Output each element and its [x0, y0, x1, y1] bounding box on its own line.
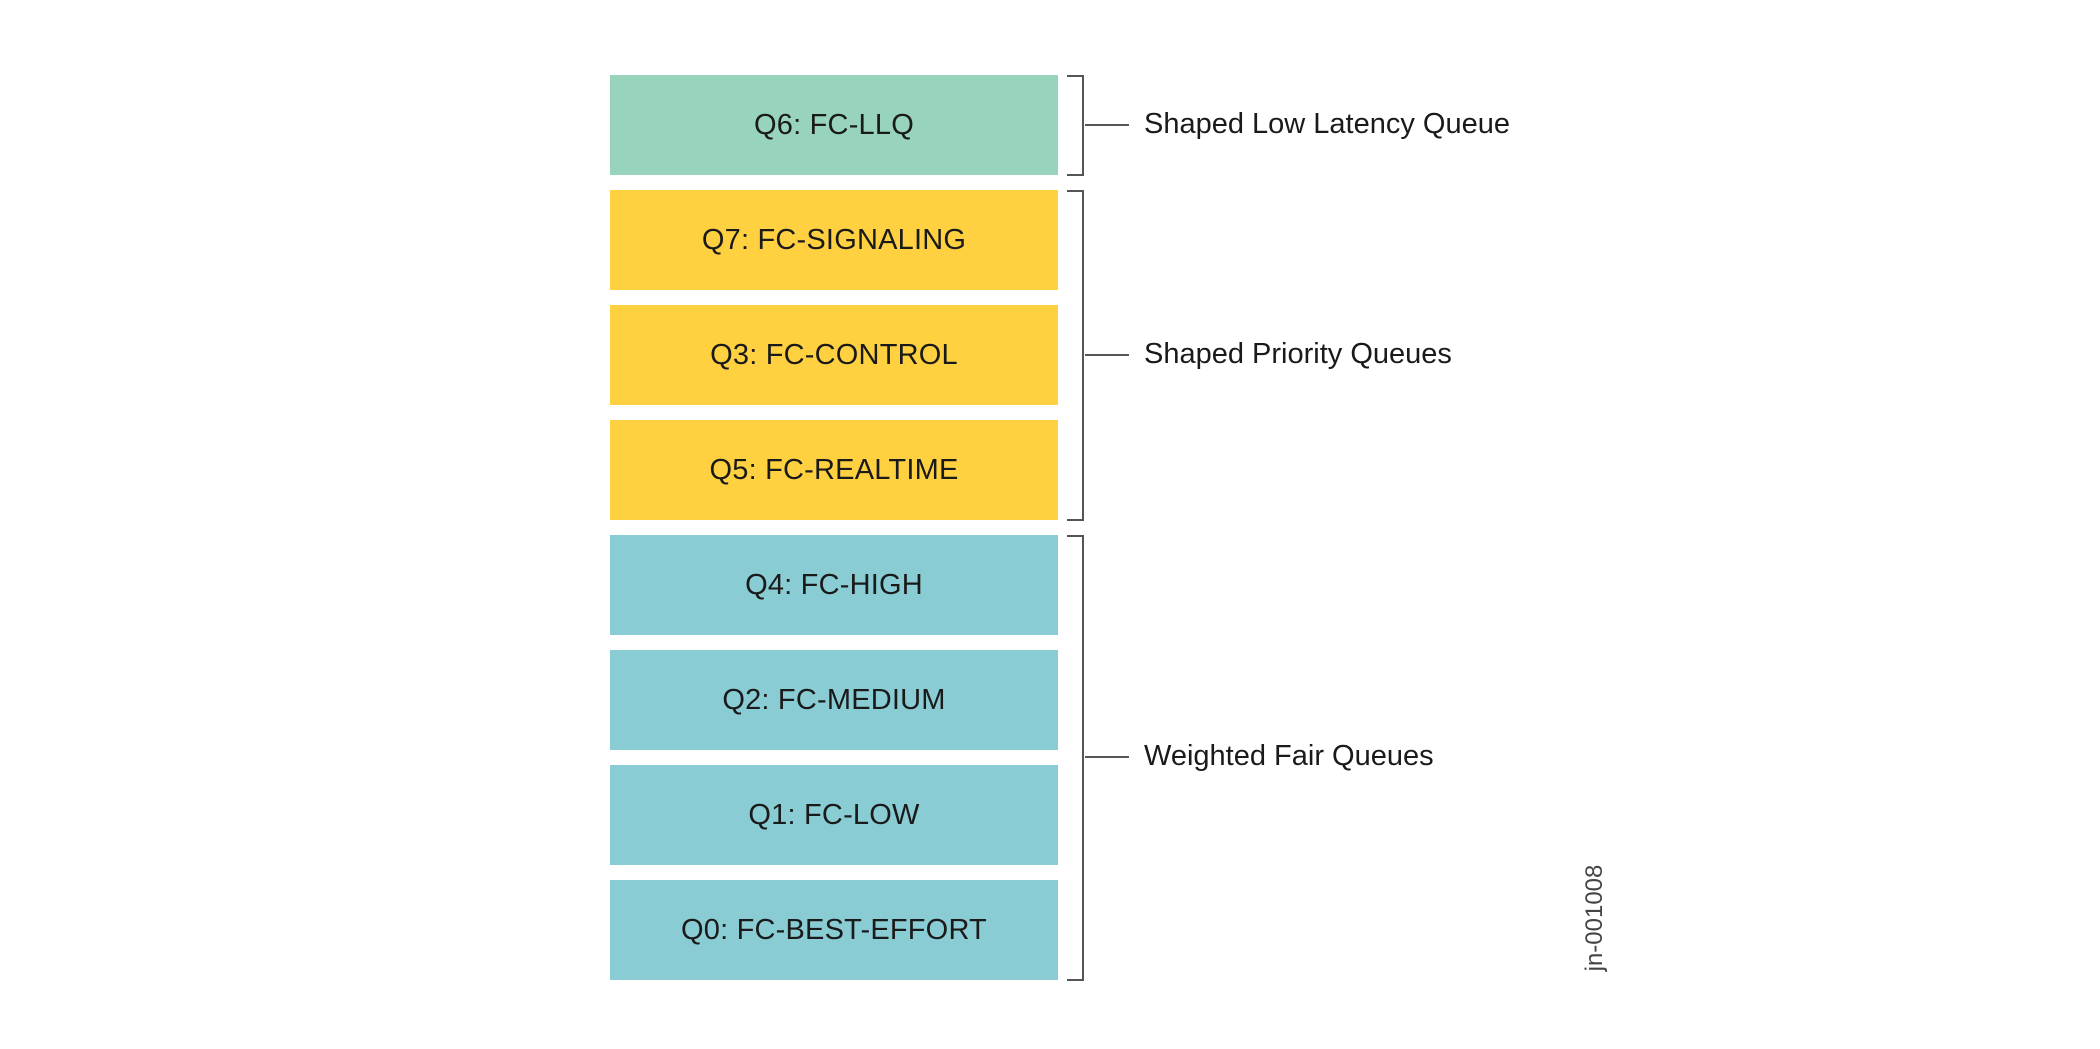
group-bracket-tick-weighted-fair — [1085, 756, 1129, 758]
group-bracket-tick-llq — [1085, 124, 1129, 126]
queue-box-q1: Q1: FC-LOW — [610, 765, 1058, 865]
queue-box-q7: Q7: FC-SIGNALING — [610, 190, 1058, 290]
queue-box-q6: Q6: FC-LLQ — [610, 75, 1058, 175]
queue-box-q2: Q2: FC-MEDIUM — [610, 650, 1058, 750]
group-bracket-weighted-fair — [1067, 535, 1084, 981]
group-label-llq: Shaped Low Latency Queue — [1144, 108, 1510, 140]
queue-box-q3: Q3: FC-CONTROL — [610, 305, 1058, 405]
queue-box-q4: Q4: FC-HIGH — [610, 535, 1058, 635]
group-label-priority: Shaped Priority Queues — [1144, 338, 1452, 370]
queue-box-q0: Q0: FC-BEST-EFFORT — [610, 880, 1058, 980]
group-bracket-tick-priority — [1085, 354, 1129, 356]
group-label-weighted-fair: Weighted Fair Queues — [1144, 740, 1434, 772]
group-bracket-llq — [1067, 75, 1084, 176]
group-bracket-priority — [1067, 190, 1084, 521]
figure-id-label: jn-001008 — [1581, 864, 1608, 972]
queue-box-q5: Q5: FC-REALTIME — [610, 420, 1058, 520]
